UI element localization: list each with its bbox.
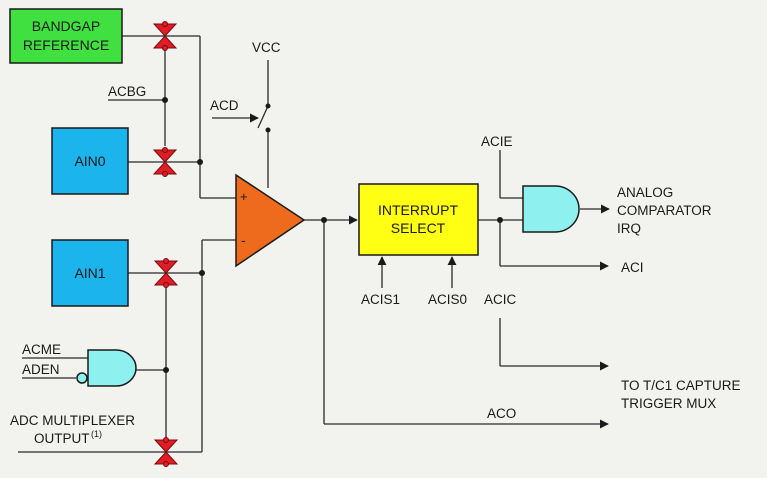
capture-label-line2: TRIGGER MUX — [621, 396, 716, 411]
mux-switch-bandgap — [152, 21, 178, 51]
bandgap-reference-block: BANDGAP REFERENCE — [9, 8, 123, 64]
interrupt-select-block: INTERRUPT SELECT — [358, 183, 479, 256]
mux-switch-adc — [153, 437, 179, 467]
aci-label: ACI — [621, 260, 644, 275]
acie-label: ACIE — [481, 134, 513, 149]
irq-and-gate — [522, 185, 580, 233]
irq-label-line1: ANALOG — [617, 185, 673, 200]
aden-label: ADEN — [22, 362, 60, 377]
ain1-block: AIN1 — [51, 239, 129, 307]
inverter-bubble — [76, 372, 88, 384]
acme-aden-and-gate — [76, 349, 137, 387]
comparator-minus: - — [241, 232, 246, 248]
ain1-label: AIN1 — [74, 265, 105, 281]
mux-switch-ain0 — [152, 147, 178, 177]
comparator-plus: + — [240, 189, 248, 204]
irq-label-line3: IRQ — [617, 221, 641, 236]
acis1-label: ACIS1 — [361, 292, 400, 307]
acic-label: ACIC — [484, 292, 517, 307]
capture-label-line1: TO T/C1 CAPTURE — [621, 378, 741, 393]
aco-label: ACO — [487, 406, 516, 421]
acme-label: ACME — [22, 342, 61, 357]
adc-mux-footnote: (1) — [91, 429, 102, 439]
signal-labels: VCC ACD ACBG ACME ADEN ADC MULTIPLEXER O… — [10, 40, 741, 446]
bandgap-label-line1: BANDGAP — [32, 18, 100, 34]
irq-label-line2: COMPARATOR — [617, 203, 712, 218]
ain0-label: AIN0 — [74, 153, 105, 169]
mux-switch-ain1 — [153, 258, 179, 288]
acis0-label: ACIS0 — [428, 292, 467, 307]
bandgap-label-line2: REFERENCE — [23, 37, 109, 53]
interrupt-label-line2: SELECT — [391, 220, 446, 236]
acbg-label: ACBG — [108, 84, 146, 99]
acd-label: ACD — [210, 98, 239, 113]
adc-mux-label-line2: OUTPUT — [34, 431, 90, 446]
interrupt-label-line1: INTERRUPT — [378, 202, 459, 218]
vcc-label: VCC — [252, 40, 281, 55]
adc-mux-label-line1: ADC MULTIPLEXER — [10, 413, 135, 428]
ain0-block: AIN0 — [51, 127, 129, 195]
junction-dots — [162, 97, 503, 373]
wiring — [18, 35, 610, 453]
comparator-symbol: + - — [235, 173, 306, 268]
